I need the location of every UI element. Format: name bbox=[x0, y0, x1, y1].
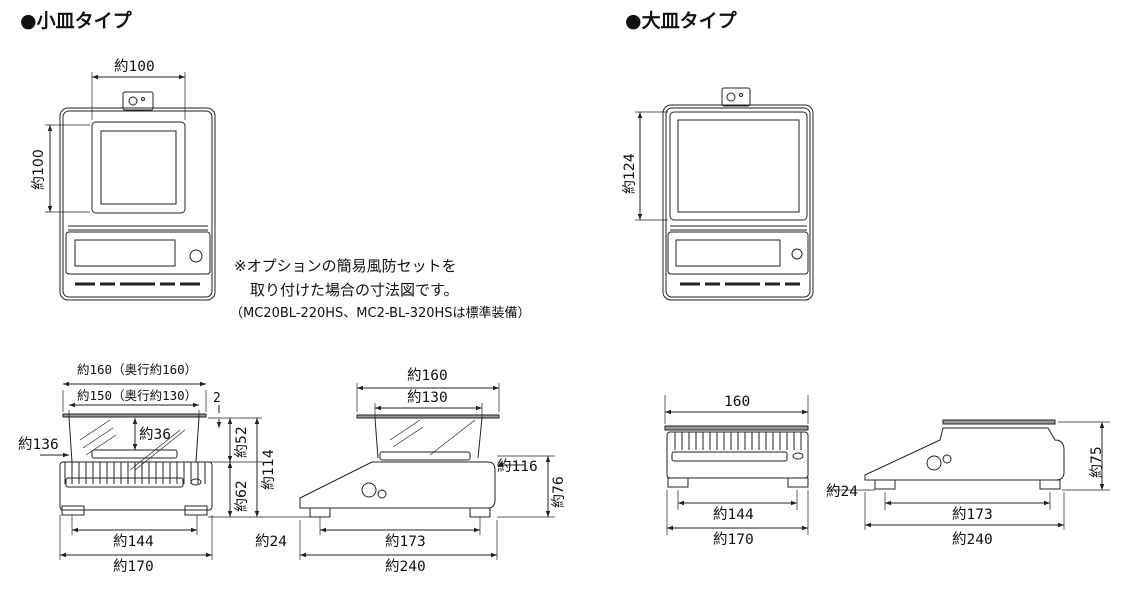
dim-large-side-173: 約173 bbox=[952, 507, 993, 523]
note-line-2: 取り付けた場合の寸法図です。 bbox=[250, 281, 459, 299]
note-line-3: （MC20BL-220HS、MC2-BL-320HSは標準装備） bbox=[230, 306, 531, 321]
dim-small-front-36: 約36 bbox=[139, 427, 171, 443]
dim-small-side-173: 約173 bbox=[385, 534, 426, 550]
dim-large-side-75: 約75 bbox=[1089, 446, 1105, 478]
dim-small-front-inner: 約150（奥行約130） bbox=[77, 388, 198, 403]
dim-small-side-130: 約130 bbox=[407, 390, 448, 406]
section-title-small: ●小皿タイプ bbox=[20, 10, 132, 32]
dim-small-side-76: 約76 bbox=[551, 476, 567, 508]
dim-small-front-114: 約114 bbox=[261, 449, 277, 490]
dim-small-top-depth: 約100 bbox=[31, 149, 47, 190]
dim-large-front-170: 約170 bbox=[713, 532, 754, 548]
large-side-view bbox=[830, 419, 1110, 530]
note-line-1: ※オプションの簡易風防セットを bbox=[234, 257, 457, 275]
small-side-view bbox=[260, 383, 555, 560]
section-title-large: ●大皿タイプ bbox=[625, 10, 737, 32]
large-front-view bbox=[664, 395, 809, 535]
dim-large-side-24: 約24 bbox=[826, 484, 858, 500]
small-front-view bbox=[40, 381, 262, 560]
dim-large-front-160: 160 bbox=[724, 394, 751, 410]
dim-small-front-144: 約144 bbox=[113, 534, 154, 550]
dim-small-front-outer: 約160（奥行約160） bbox=[77, 362, 198, 377]
dim-small-top-width: 約100 bbox=[114, 59, 155, 75]
dim-small-front-170: 約170 bbox=[113, 559, 154, 575]
dim-small-side-160: 約160 bbox=[407, 368, 448, 384]
dim-small-side-240: 約240 bbox=[385, 559, 426, 575]
dim-large-front-144: 約144 bbox=[713, 507, 754, 523]
large-top-view bbox=[635, 87, 814, 301]
dim-small-front-gap: 2 bbox=[213, 391, 221, 406]
dim-small-side-24: 約24 bbox=[255, 534, 287, 550]
dim-large-top-depth: 約124 bbox=[622, 153, 638, 194]
dim-small-front-62: 約62 bbox=[234, 480, 250, 512]
dim-large-side-240: 約240 bbox=[952, 532, 993, 548]
small-top-view bbox=[45, 72, 216, 301]
dim-small-side-116: 約116 bbox=[497, 459, 538, 475]
dim-small-front-52: 約52 bbox=[234, 426, 250, 458]
dim-small-front-136: 約136 bbox=[18, 437, 59, 453]
